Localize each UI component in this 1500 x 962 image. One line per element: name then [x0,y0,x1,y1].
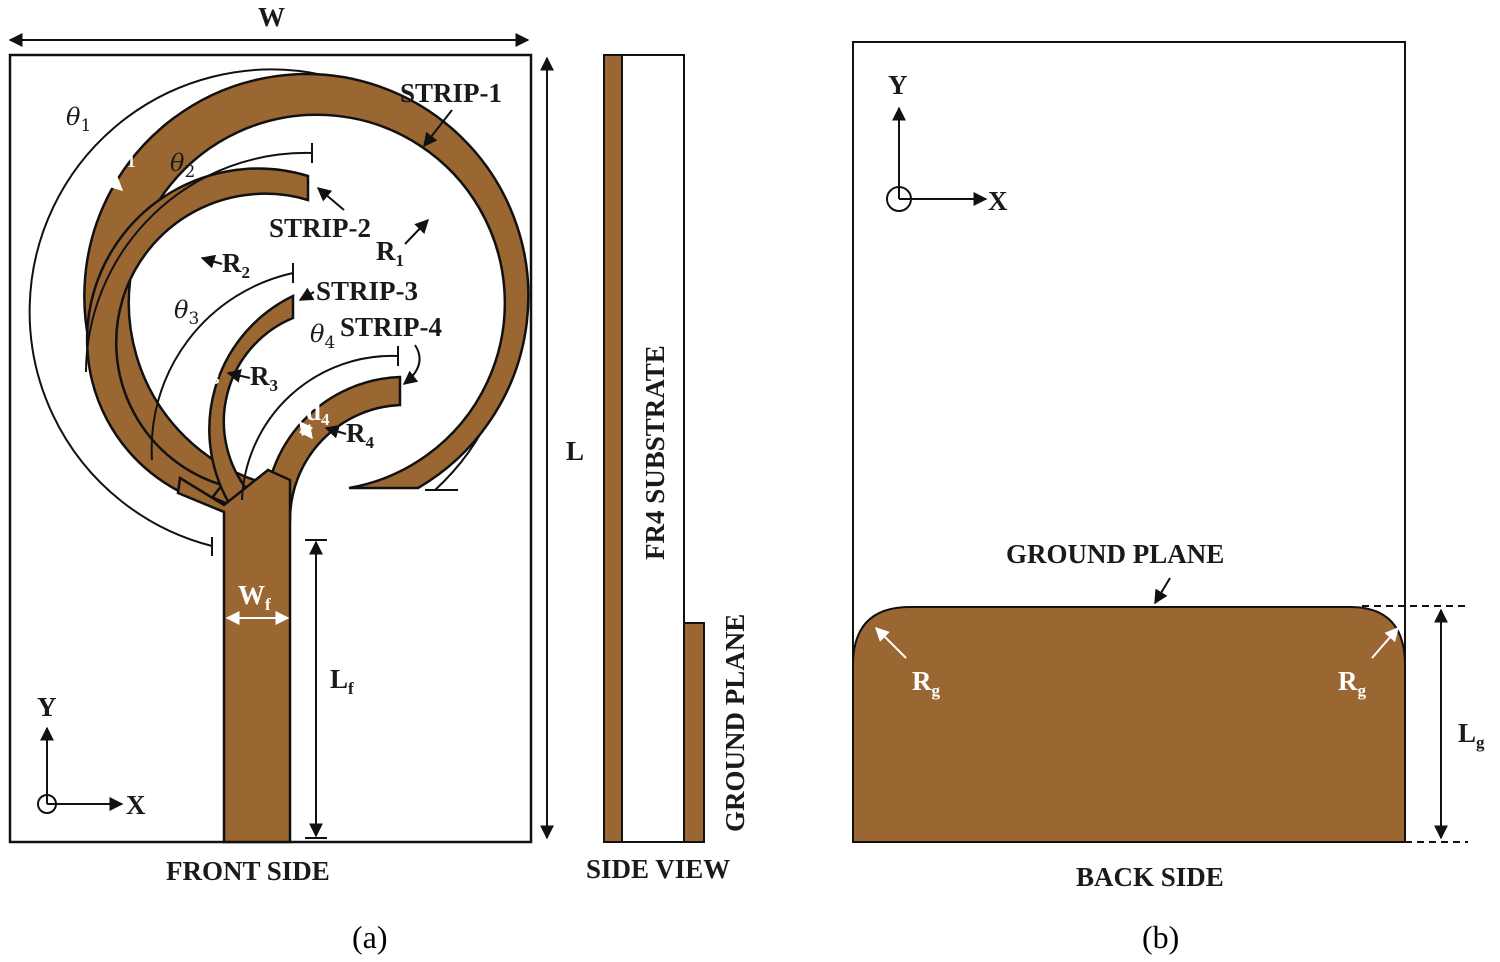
R3-label: R3 [250,361,278,395]
dim-L-label: L [566,436,584,466]
front-axis-x-label: X [126,790,146,820]
R2-label: R2 [222,248,250,282]
front-side-view: W L Lf Wf STRIP-1 STRIP-2 STRIP-3 STRIP-… [8,2,584,886]
front-axis-indicator: Y X [37,692,146,820]
Rg-right-label: Rg [1338,666,1367,700]
d2-label: d2 [148,249,172,282]
side-ground-label: GROUND PLANE [720,614,750,832]
side-ground-plane [683,622,705,843]
front-axis-y-label: Y [37,692,57,722]
d1-label: d1 [112,138,136,171]
strip-1 [83,72,530,515]
Lf-label: Lf [330,664,354,698]
side-view-title: SIDE VIEW [586,854,730,884]
strip-3-label: STRIP-3 [316,276,418,306]
fr4-substrate-label: FR4 SUBSTRATE [640,345,670,560]
theta2-arc-line [85,151,313,373]
side-top-copper [603,54,623,843]
side-fr4-substrate [621,54,685,843]
back-ground-plane [852,606,1406,843]
back-axis-y-label: Y [888,70,908,100]
theta1-label: θ1 [66,103,91,136]
theta4-label: θ4 [310,320,335,353]
R4-label: R4 [346,418,375,452]
back-side-view: GROUND PLANE Rg Rg Lg Y X BACK SIDE [852,41,1485,892]
d4-label: d4 [306,396,330,429]
Rg-left-label: Rg [912,666,941,700]
back-side-title: BACK SIDE [1076,862,1224,892]
strip-2 [85,167,310,505]
strip-1-label: STRIP-1 [400,78,502,108]
theta2-label: θ2 [170,149,195,182]
side-view: FR4 SUBSTRATE GROUND PLANE SIDE VIEW [586,54,750,884]
Wf-label: Wf [238,580,271,614]
d3-label: d3 [196,355,220,388]
strip-3 [208,294,295,511]
back-ground-label: GROUND PLANE [1006,539,1224,569]
caption-a: (a) [352,919,388,955]
feed-junction [176,468,292,844]
Lg-label: Lg [1458,718,1485,752]
R1-label: R1 [376,236,404,270]
dim-W-label: W [258,2,285,32]
theta3-arc-line [150,272,294,461]
back-axis-indicator: Y X [886,70,1008,216]
theta4-arc-line [241,354,399,501]
caption-b: (b) [1142,919,1179,955]
strip-4-label: STRIP-4 [340,312,442,342]
back-axis-x-label: X [988,186,1008,216]
front-side-title: FRONT SIDE [166,856,330,886]
strip-2-label: STRIP-2 [269,213,371,243]
theta3-label: θ3 [174,296,199,329]
